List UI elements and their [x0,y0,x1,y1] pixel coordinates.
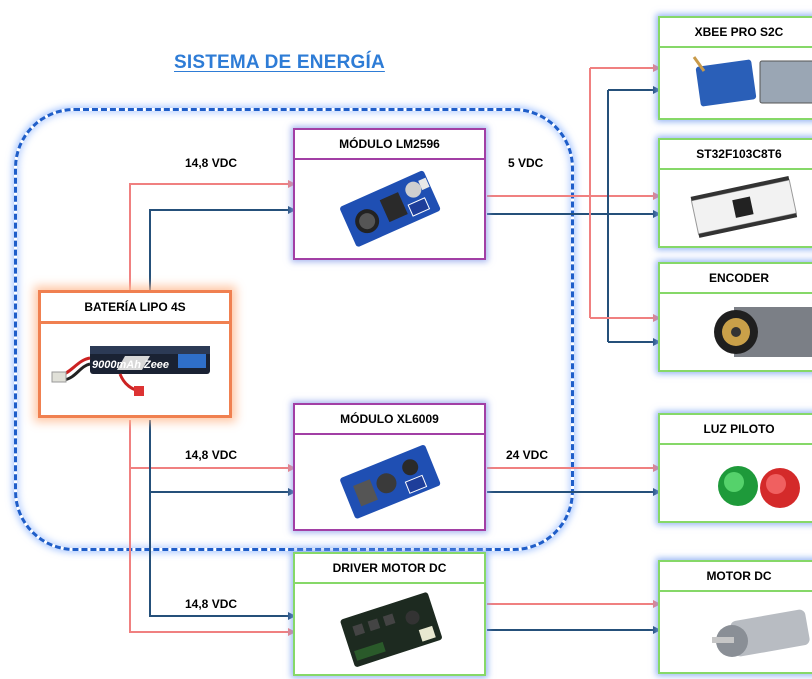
voltage-label-xl6009-out: 24 VDC [506,448,549,462]
battery-brand-print: 9000mAh Zeee [92,359,169,371]
load-motor-box: MOTOR DC [658,560,812,674]
module-driver-box: DRIVER MOTOR DC [293,552,486,676]
module-lm2596-label: MÓDULO LM2596 [295,130,484,160]
battery-image: 9000mAh Zeee [41,323,229,415]
module-xl6009-image [295,435,484,529]
voltage-label-driver-in: 14,8 VDC [185,597,238,611]
wire-pos-driver-in [129,468,296,636]
load-encoder-label: ENCODER [660,264,812,294]
load-encoder-box: ENCODER [658,262,812,372]
wire-pos-lm2596-in [129,180,296,292]
load-stm32-box: ST32F103C8T6 [658,138,812,248]
module-xl6009-label: MÓDULO XL6009 [295,405,484,435]
module-driver-image [295,584,484,674]
module-driver-label: DRIVER MOTOR DC [295,554,484,584]
load-motor-label: MOTOR DC [660,562,812,592]
battery-box: BATERÍA LIPO 4S 9000mAh Zeee [38,290,232,418]
voltage-label-lm2596-out: 5 VDC [508,156,544,170]
module-lm2596-image [295,160,484,258]
wire-neg-lm2596-in [149,206,296,292]
load-luz-label: LUZ PILOTO [660,415,812,445]
load-stm32-label: ST32F103C8T6 [660,140,812,170]
wire-neg-driver-in [149,492,296,620]
module-lm2596-box: MÓDULO LM2596 [293,128,486,260]
load-luz-box: LUZ PILOTO [658,413,812,523]
voltage-label-xl6009-in: 14,8 VDC [185,448,238,462]
load-luz-image [660,445,812,521]
module-xl6009-box: MÓDULO XL6009 [293,403,486,531]
energy-system-zone [14,108,574,551]
voltage-label-lm2596-in: 14,8 VDC [185,156,238,170]
load-xbee-image [660,48,812,118]
battery-label: BATERÍA LIPO 4S [41,293,229,324]
diagram-title: SISTEMA DE ENERGÍA [174,52,385,73]
load-xbee-box: XBEE PRO S2C [658,16,812,120]
load-xbee-label: XBEE PRO S2C [660,18,812,48]
load-encoder-image [660,294,812,370]
load-stm32-image [660,170,812,246]
load-motor-image [660,592,812,672]
